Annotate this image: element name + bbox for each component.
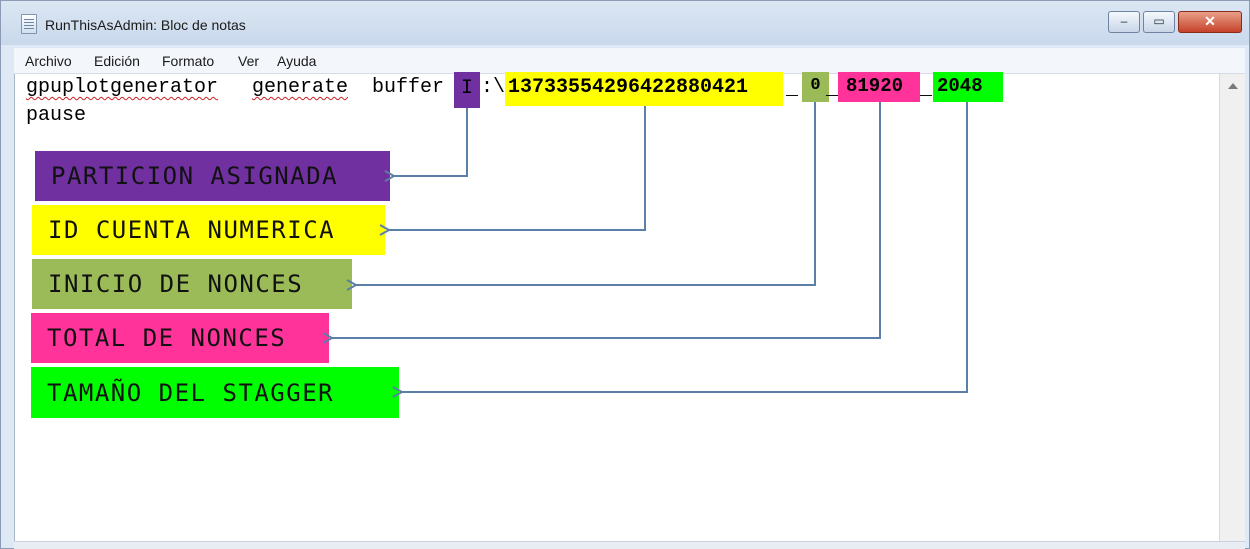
label-total-de-nonces: TOTAL DE NONCES — [31, 313, 329, 363]
label-particion-asignada: PARTICION ASIGNADA — [35, 151, 390, 201]
total-nonces-highlight: 81920 — [838, 72, 920, 102]
command-word-gpuplotgenerator: gpuplotgenerator — [26, 76, 219, 99]
command-word-buffer: buffer — [372, 76, 445, 99]
minimize-button[interactable]: – — [1108, 11, 1140, 33]
menu-edicion[interactable]: Edición — [94, 53, 140, 69]
label-tamano-del-stagger: TAMAÑO DEL STAGGER — [31, 367, 399, 418]
separator-1: _ — [786, 78, 799, 101]
pause-line: pause — [26, 104, 87, 127]
separator-3: _ — [920, 78, 933, 101]
vertical-scrollbar[interactable] — [1219, 74, 1245, 543]
drive-letter-highlight: I — [454, 72, 480, 108]
start-nonce-highlight: 0 — [802, 72, 829, 102]
maximize-button[interactable]: ▭ — [1143, 11, 1175, 33]
menu-bar: Archivo Edición Formato Ver Ayuda — [14, 48, 1245, 74]
drive-separator: :\ — [481, 76, 506, 99]
bottom-edge — [14, 541, 1245, 549]
arrow-id-cuenta — [389, 106, 646, 230]
menu-ayuda[interactable]: Ayuda — [277, 53, 317, 69]
arrow-stagger — [402, 102, 968, 392]
scroll-up-arrow-icon[interactable] — [1228, 83, 1238, 89]
menu-formato[interactable]: Formato — [162, 53, 215, 69]
arrow-particion — [394, 108, 468, 176]
notepad-icon — [21, 14, 37, 34]
stagger-highlight: 2048 — [933, 72, 1003, 102]
window-title: RunThisAsAdmin: Bloc de notas — [45, 17, 246, 33]
account-id-highlight: 13733554296422880421 — [505, 72, 783, 106]
separator-2: _ — [826, 78, 839, 101]
label-id-cuenta-numerica: ID CUENTA NUMERICA — [32, 205, 385, 255]
menu-archivo[interactable]: Archivo — [25, 53, 72, 69]
arrow-inicio-nonces — [356, 102, 816, 285]
close-button[interactable]: ✕ — [1178, 11, 1242, 33]
arrow-total-nonces — [332, 102, 881, 338]
title-bar[interactable]: RunThisAsAdmin: Bloc de notas – ▭ ✕ — [1, 1, 1249, 45]
menu-ver[interactable]: Ver — [238, 53, 260, 69]
command-word-generate: generate — [252, 76, 349, 99]
label-inicio-de-nonces: INICIO DE NONCES — [32, 259, 352, 309]
